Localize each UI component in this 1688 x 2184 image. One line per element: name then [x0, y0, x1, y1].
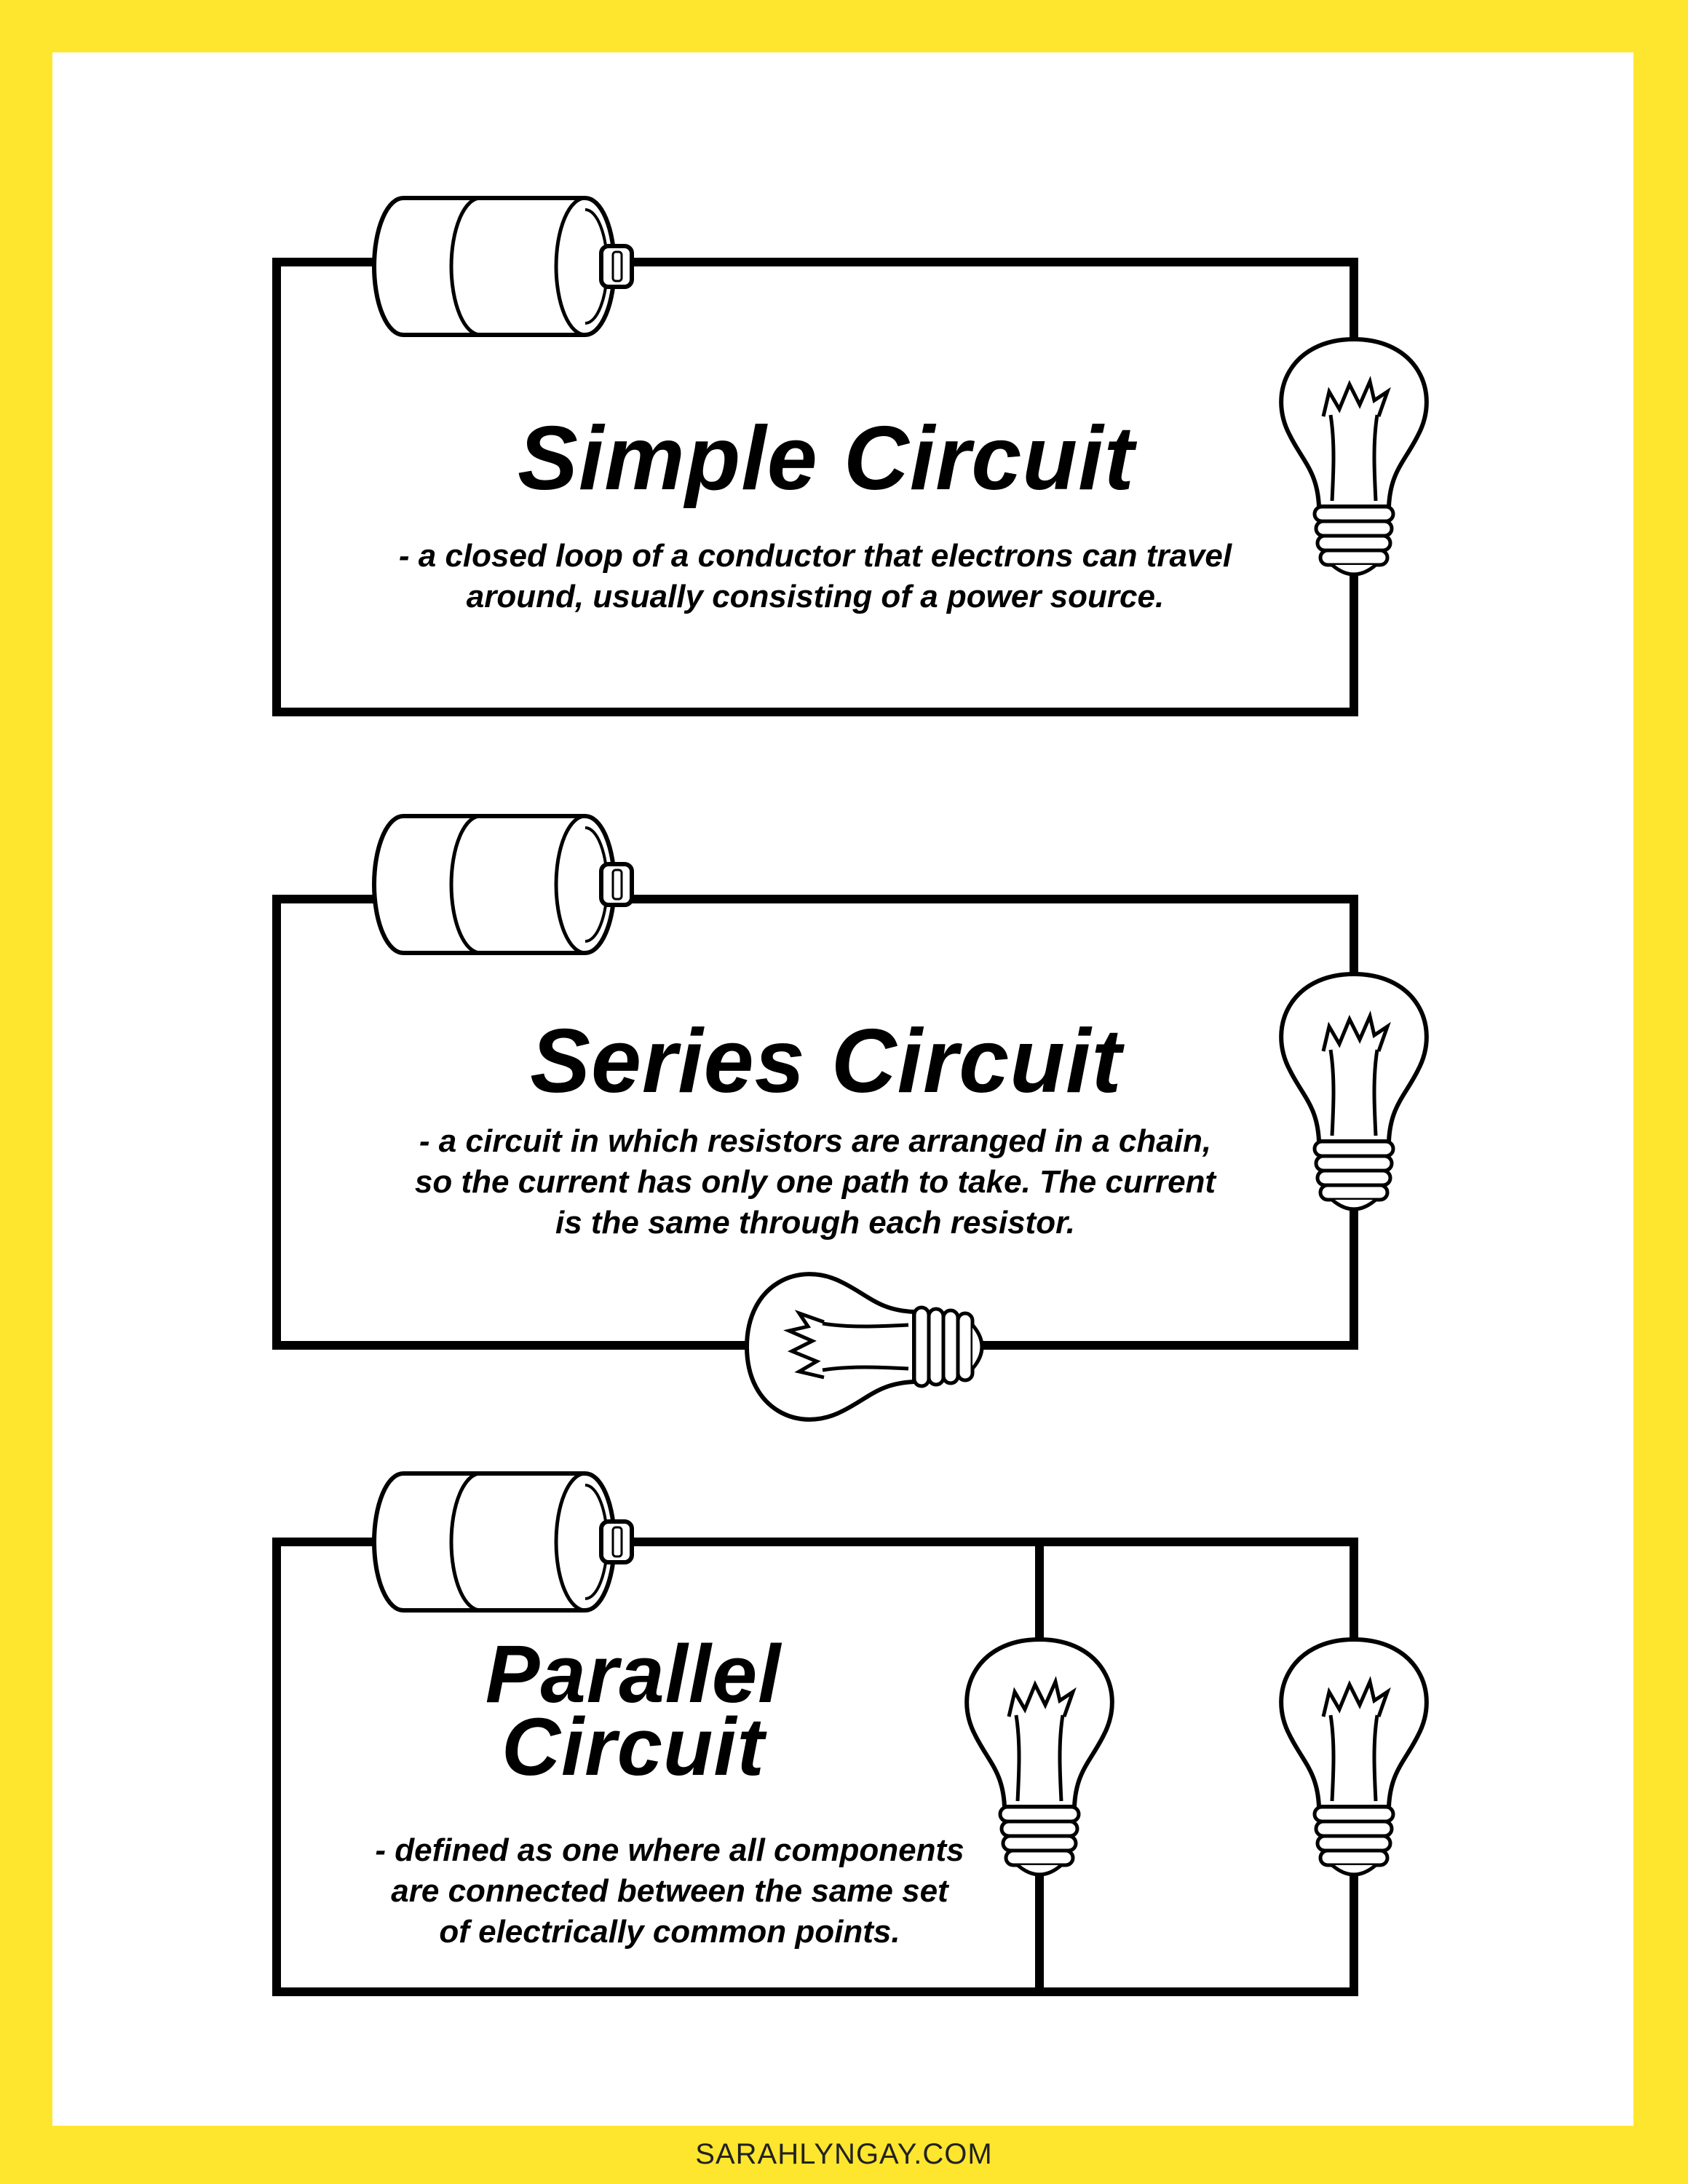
battery-icon — [374, 816, 632, 953]
battery-icon — [374, 198, 632, 335]
series-circuit-title: Series Circuit — [530, 1011, 1122, 1112]
lightbulb-icon — [747, 1274, 982, 1420]
simple-circuit-title: Simple Circuit — [518, 408, 1135, 509]
website-footer: SARAHLYNGAY.COM — [695, 2138, 993, 2170]
series-circuit-description: - a circuit in which resistors are arran… — [414, 1123, 1216, 1241]
parallel-circuit-description: - defined as one where all components ar… — [375, 1832, 964, 1950]
lightbulb-icon — [1281, 1639, 1427, 1875]
parallel-circuit-title: Parallel Circuit — [485, 1629, 782, 1792]
simple-circuit-description: - a closed loop of a conductor that elec… — [398, 538, 1232, 614]
battery-icon — [374, 1473, 632, 1610]
